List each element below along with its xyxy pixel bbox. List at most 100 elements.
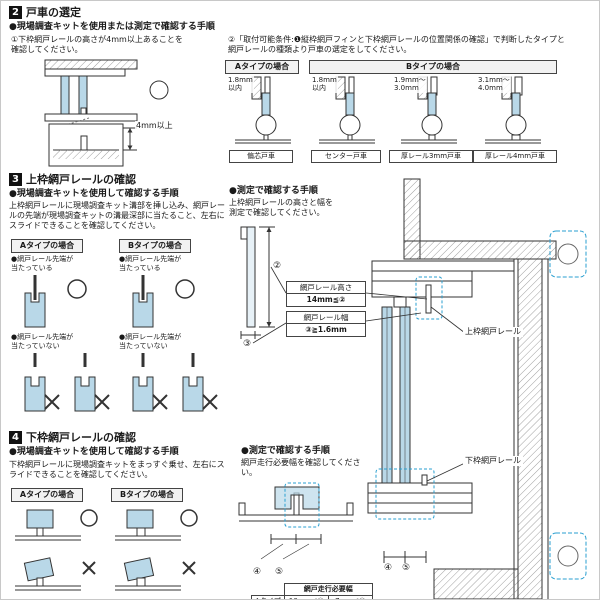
screen-pane bbox=[261, 92, 271, 116]
rail bbox=[428, 134, 436, 141]
survey-kit bbox=[126, 509, 154, 529]
section-3-header: 3 上枠網戸レールの確認 bbox=[9, 173, 136, 187]
ng-cross-icon bbox=[152, 394, 168, 410]
roller-diagram-eccentric bbox=[235, 76, 291, 144]
roller-dim-3: 1.9mm〜 3.0mm bbox=[393, 76, 427, 93]
section-4-header: 4 下枠網戸レールの確認 bbox=[9, 431, 136, 445]
roller-name-1: 偏芯戸車 bbox=[229, 150, 293, 163]
sec3-ng-diagram-a bbox=[24, 353, 110, 412]
ok-circle-icon bbox=[80, 509, 98, 527]
section-3-measure-desc: 上枠網戸レールの高さと幅を 測定で確認してください。 bbox=[229, 198, 333, 217]
sec3-ok-diagram-a bbox=[24, 275, 87, 328]
sec3-ng-diagram-b bbox=[132, 353, 218, 412]
ng-cross-icon bbox=[182, 561, 196, 575]
lower-rail-label: 下枠網戸レール bbox=[463, 456, 523, 466]
table-cell: 7mm≦⑤ bbox=[327, 594, 373, 599]
sec2-type-b-header: Bタイプの場合 bbox=[309, 60, 557, 74]
table-row-type: Aタイプ bbox=[251, 594, 285, 599]
upper-rail-label: 上枠網戸レール bbox=[463, 327, 523, 337]
ok-circle-icon bbox=[67, 279, 87, 299]
table-title: 網戸走行必要幅 bbox=[283, 583, 373, 596]
lower-rail bbox=[36, 527, 44, 537]
rail-width-value: ③≧1.6mm bbox=[287, 323, 365, 335]
sec3-ok-label-b: ●網戸レール先端が 当たっている bbox=[119, 255, 182, 273]
window-cross-section-drawing bbox=[367, 178, 587, 599]
ref-circle-3: ③ bbox=[243, 339, 252, 351]
ng-case-1 bbox=[24, 353, 60, 412]
roller-diagram-center bbox=[319, 76, 375, 144]
sec4-type-a-header: Aタイプの場合 bbox=[11, 488, 83, 502]
roller-circle-icon bbox=[421, 114, 443, 136]
section-4-title: 下枠網戸レールの確認 bbox=[26, 431, 136, 444]
survey-kit bbox=[24, 292, 46, 328]
survey-kit bbox=[132, 292, 154, 328]
lower-rail-highlight bbox=[375, 468, 435, 520]
sec2-type-a-header: Aタイプの場合 bbox=[225, 60, 299, 74]
rail-highlight bbox=[284, 482, 320, 528]
ok-case bbox=[15, 509, 98, 541]
sec4-type-b-header: Bタイプの場合 bbox=[111, 488, 183, 502]
lower-rail bbox=[136, 577, 146, 587]
section-4-kit-desc: 下枠網戸レールに現場調査キットをまっすぐ乗せ、左右にスライドできることを確認して… bbox=[9, 460, 225, 479]
roller-circle-icon bbox=[339, 114, 361, 136]
callout-box-bottom bbox=[549, 532, 587, 580]
survey-kit bbox=[26, 509, 54, 529]
rail-detail bbox=[80, 135, 88, 151]
step-1-text: ①下枠網戸レールの高さが4mm以上あることを 確認してください。 bbox=[11, 35, 183, 54]
survey-kit-tool bbox=[246, 226, 256, 328]
table-row: Aタイプ 10mm≦④ 7mm≦⑤ bbox=[251, 594, 373, 599]
survey-kit bbox=[123, 557, 155, 582]
sec4-diagram-b bbox=[115, 509, 198, 591]
ng-case bbox=[115, 557, 196, 591]
sec3-ng-label-a: ●網戸レール先端が 当たっていない bbox=[11, 333, 74, 351]
section-3-title: 上枠網戸レールの確認 bbox=[26, 173, 136, 186]
sec3-ok-diagram-b bbox=[132, 275, 195, 328]
dim-4mm-label: 4mm以上 bbox=[135, 121, 174, 131]
section-3-number: 3 bbox=[9, 173, 22, 187]
roller-name-4: 厚レール4mm戸車 bbox=[473, 150, 557, 163]
roller-circle-icon bbox=[505, 114, 527, 136]
roller-name-3: 厚レール3mm戸車 bbox=[389, 150, 473, 163]
section-2-number: 2 bbox=[9, 6, 22, 20]
roller-dim-2: 1.8mm 以内 bbox=[311, 76, 338, 93]
ng-case-1 bbox=[132, 353, 168, 412]
section-3-kit-procedure: ●現場調査キットを使用して確認する手順 bbox=[9, 189, 179, 199]
lower-rail bbox=[136, 527, 146, 537]
ref-circle-4-main: ④ bbox=[384, 563, 393, 575]
ng-cross-icon bbox=[44, 394, 60, 410]
lower-rail bbox=[80, 107, 87, 115]
section-4-measure-procedure: ●測定で確認する手順 bbox=[241, 446, 330, 456]
section-3-kit-desc: 上枠網戸レールに現場調査キット溝部を挿し込み、網戸レールの先端が現場調査キットの… bbox=[9, 201, 225, 230]
section-2-header: 2 戸車の選定 bbox=[9, 6, 81, 20]
ref-circle-4: ④ bbox=[253, 567, 262, 579]
measuring-tool-drawing bbox=[240, 226, 275, 339]
section-3-measure-procedure: ●測定で確認する手順 bbox=[229, 186, 318, 196]
ref-circle-5-main: ⑤ bbox=[402, 563, 411, 575]
rail-width-label: 網戸レール幅 bbox=[303, 313, 349, 322]
dimension-arrow-icon bbox=[127, 128, 133, 150]
ng-case-2 bbox=[182, 353, 218, 412]
section-4-measure-desc: 網戸走行必要幅を確認してください。 bbox=[241, 458, 361, 477]
ng-case-2 bbox=[74, 353, 110, 412]
section-4-kit-procedure: ●現場調査キットを使用して確認する手順 bbox=[9, 447, 179, 457]
section-2-procedure: ●現場調査キットを使用または測定で確認する手順 bbox=[9, 22, 215, 32]
ref-circle-5: ⑤ bbox=[275, 567, 284, 579]
ref-circle-2: ② bbox=[273, 261, 282, 273]
screen-pane bbox=[511, 92, 521, 116]
rail-width-box: 網戸レール幅 ③≧1.6mm bbox=[286, 311, 366, 337]
wall-section bbox=[517, 258, 543, 599]
table-cell: 10mm≦④ bbox=[283, 594, 329, 599]
rail-height-box: 網戸レール高さ 14mm≦② bbox=[286, 281, 366, 307]
travel-width-table: 網戸走行必要幅 Aタイプ 10mm≦④ 7mm≦⑤ Bタイプ 8.5mm≦④ 8… bbox=[251, 583, 373, 599]
ok-circle-icon bbox=[180, 509, 198, 527]
roller-name-2: センター戸車 bbox=[311, 150, 381, 163]
sec3-type-a-header: Aタイプの場合 bbox=[11, 239, 83, 253]
rail bbox=[511, 134, 521, 141]
ok-case bbox=[115, 509, 198, 541]
ok-circle-icon bbox=[175, 279, 195, 299]
section-4-number: 4 bbox=[9, 431, 22, 445]
callout-circle-icon bbox=[557, 243, 579, 265]
upper-screen-rail bbox=[425, 284, 432, 314]
sill-rail-detail-drawing bbox=[44, 59, 169, 167]
